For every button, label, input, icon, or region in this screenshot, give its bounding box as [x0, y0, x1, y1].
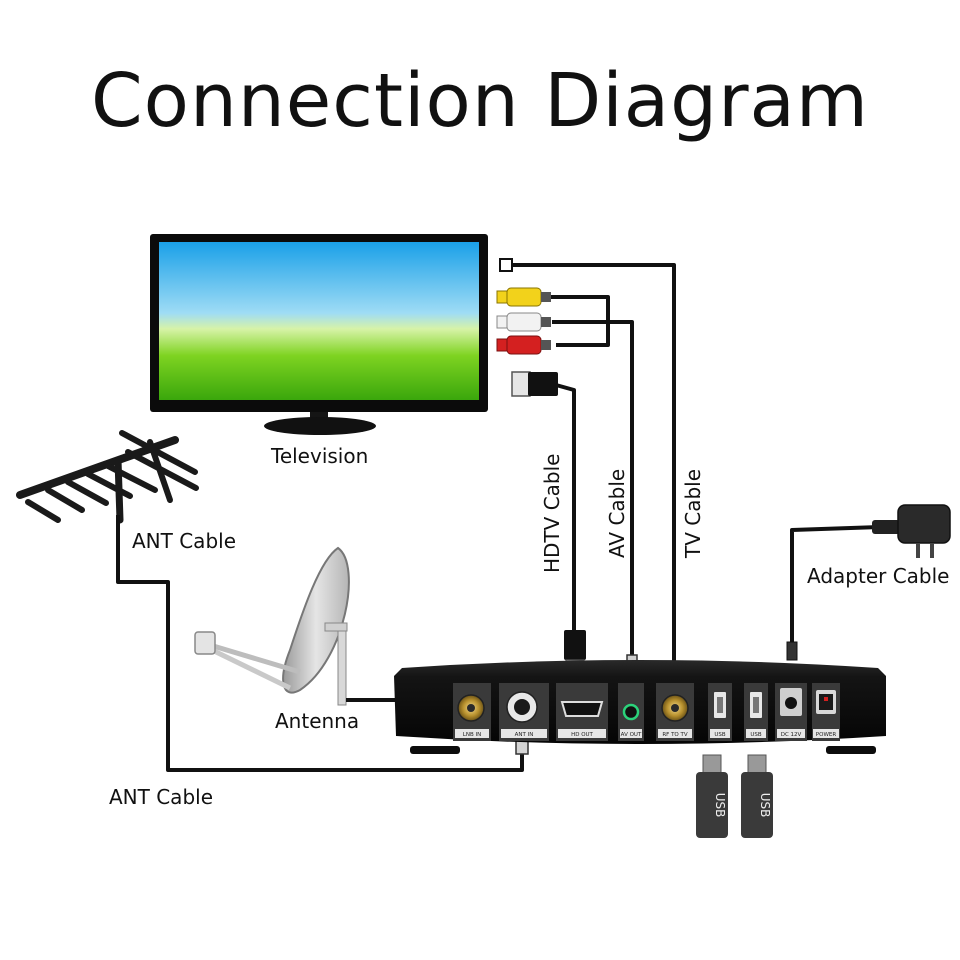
yagi-antenna-icon [16, 430, 199, 524]
usb-stick-1-label: USB [713, 793, 727, 818]
usb-stick-icon: USB USB [696, 754, 773, 838]
ant-cable-line [116, 515, 524, 772]
port-label-usb-1: USB [714, 732, 726, 738]
rca-plug-icon [496, 287, 551, 355]
antenna-label: Antenna [275, 709, 360, 733]
hdmi-plug-icon [511, 371, 558, 397]
set-top-box: LNB IN ANT IN HD OUT AV OUT RF TO TV USB… [394, 660, 886, 754]
cable-lines [116, 263, 881, 772]
page-title: Connection Diagram [91, 58, 869, 144]
av-cable-label: AV Cable [605, 468, 629, 558]
satellite-dish-icon [194, 546, 350, 706]
television-label: Television [271, 444, 369, 468]
hdtv-cable-line [555, 383, 576, 640]
port-label-ant-in: ANT IN [515, 732, 534, 738]
tv-cable-line [512, 263, 676, 684]
ant-cable-bottom-label: ANT Cable [109, 785, 213, 809]
port-label-dc-12v: DC 12V [781, 732, 802, 738]
tv-icon [150, 234, 488, 435]
port-label-usb-2: USB [750, 732, 762, 738]
usb-stick-2-label: USB [758, 793, 772, 818]
port-label-rf-to-tv: RF TO TV [662, 732, 688, 738]
hdtv-cable-label: HDTV Cable [540, 453, 564, 573]
port-label-hd-out: HD OUT [571, 732, 593, 738]
ant-cable-top-label: ANT Cable [132, 529, 236, 553]
port-label-av-out: AV OUT [621, 732, 642, 738]
port-label-power: POWER [816, 732, 837, 738]
port-label-lnb-in: LNB IN [463, 732, 481, 738]
dc-plug-icon [786, 641, 798, 661]
adapter-cable-line [790, 525, 881, 648]
coax-plug-icon [499, 258, 513, 272]
power-adapter-icon [872, 504, 951, 558]
tv-cable-label: TV Cable [681, 468, 705, 558]
adapter-cable-label: Adapter Cable [807, 564, 950, 588]
